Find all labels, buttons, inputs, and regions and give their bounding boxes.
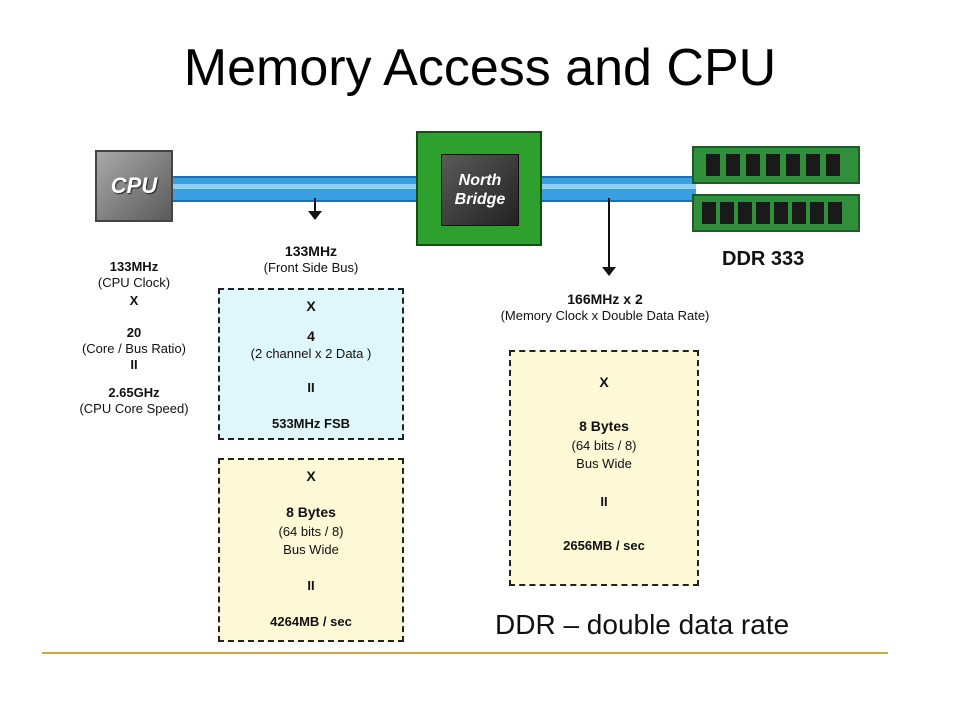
mem-caption: (Memory Clock x Double Data Rate) [500, 308, 710, 323]
fsb-result: 533MHz FSB [271, 416, 351, 431]
cpu-ratio-caption: (Core / Bus Ratio) [81, 341, 187, 356]
fsb-value: 133MHz [284, 243, 338, 259]
cpu-core-speed-caption: (CPU Core Speed) [79, 401, 189, 416]
fsb-bw-multiply-sign: X [306, 468, 316, 484]
cpu-label: CPU [110, 173, 158, 198]
mem-arrow-head [602, 267, 616, 276]
cpu-speed-calc: 133MHz (CPU Clock) X 20 (Core / Bus Rati… [56, 259, 212, 417]
fsb-factor: 4 [307, 328, 315, 344]
mem-equals-sign: II [600, 494, 608, 509]
ram-module-top [692, 146, 860, 184]
mem-header: 166MHz x 2 (Memory Clock x Double Data R… [460, 290, 750, 324]
cpu-clock-value: 133MHz [109, 259, 159, 274]
mem-bits: (64 bits / 8) [571, 438, 637, 453]
fsb-multiply-sign: X [306, 298, 316, 314]
fsb-arrow-head [308, 211, 322, 220]
fsb-header: 133MHz (Front Side Bus) [218, 242, 404, 276]
mem-bytes: 8 Bytes [579, 418, 629, 434]
ram-module-bottom [692, 194, 860, 232]
cpu-core-speed-value: 2.65GHz [108, 385, 160, 400]
system-bus [96, 176, 696, 202]
mem-multiply-sign: X [599, 374, 609, 390]
ddr-caption: DDR – double data rate [495, 609, 790, 640]
fsb-arrow-line [314, 198, 316, 212]
ram-label: DDR 333 [722, 248, 805, 270]
northbridge-chip: North Bridge [441, 154, 519, 226]
fsb-factor-caption: (2 channel x 2 Data ) [250, 346, 372, 361]
mem-bandwidth-box: X 8 Bytes (64 bits / 8) Bus Wide II 2656… [509, 350, 699, 586]
mem-wide: Bus Wide [576, 456, 632, 471]
mem-value: 166MHz x 2 [567, 291, 643, 307]
fsb-caption: (Front Side Bus) [263, 260, 359, 275]
fsb-bw-result: 4264MB / sec [270, 614, 352, 629]
fsb-bw-bytes: 8 Bytes [286, 504, 336, 520]
fsb-calc-box: X 4 (2 channel x 2 Data ) II 533MHz FSB [218, 288, 404, 440]
cpu-chip: CPU [95, 150, 173, 222]
footer-rule [42, 652, 888, 654]
cpu-equals-sign: II [130, 357, 138, 372]
slide-title: Memory Access and CPU [183, 39, 777, 97]
cpu-ratio-value: 20 [126, 325, 142, 340]
fsb-bandwidth-box: X 8 Bytes (64 bits / 8) Bus Wide II 4264… [218, 458, 404, 642]
fsb-bw-wide: Bus Wide [283, 542, 339, 557]
system-bus-highlight [96, 184, 696, 189]
cpu-clock-caption: (CPU Clock) [97, 275, 171, 290]
fsb-equals-sign: II [307, 380, 315, 395]
mem-arrow-line [608, 198, 610, 268]
cpu-multiply-sign: X [129, 293, 139, 308]
northbridge-label-line2: Bridge [454, 191, 506, 208]
northbridge-label-line1: North [458, 172, 502, 189]
fsb-bw-equals-sign: II [307, 578, 315, 593]
fsb-bw-bits: (64 bits / 8) [278, 524, 344, 539]
mem-result: 2656MB / sec [563, 538, 645, 553]
